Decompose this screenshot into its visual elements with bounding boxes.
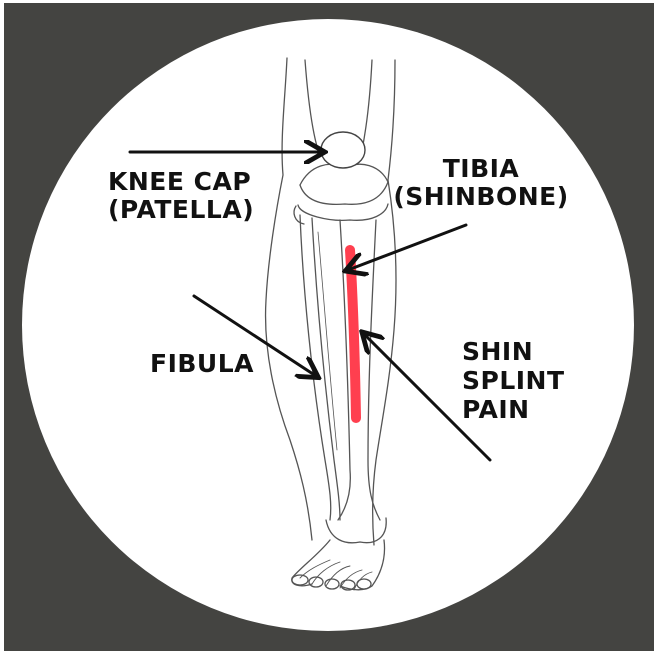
label-shin-line1: SHIN: [462, 337, 565, 366]
label-knee-cap: KNEE CAP (PATELLA): [108, 168, 254, 224]
label-fibula: FIBULA: [150, 350, 254, 378]
label-fibula-text: FIBULA: [150, 350, 254, 378]
label-shin-splint-pain: SHIN SPLINT PAIN: [462, 337, 565, 424]
tibia-arrow: [348, 225, 466, 270]
label-knee-cap-line2: (PATELLA): [108, 196, 254, 224]
patella-shape: [321, 132, 365, 168]
label-tibia: TIBIA (SHINBONE): [390, 155, 572, 211]
label-shin-line3: PAIN: [462, 395, 565, 424]
shin-splint-highlight: [350, 250, 356, 418]
label-tibia-line1: TIBIA: [390, 155, 572, 183]
label-knee-cap-line1: KNEE CAP: [108, 168, 254, 196]
label-shin-line2: SPLINT: [462, 366, 565, 395]
label-tibia-line2: (SHINBONE): [390, 183, 572, 211]
